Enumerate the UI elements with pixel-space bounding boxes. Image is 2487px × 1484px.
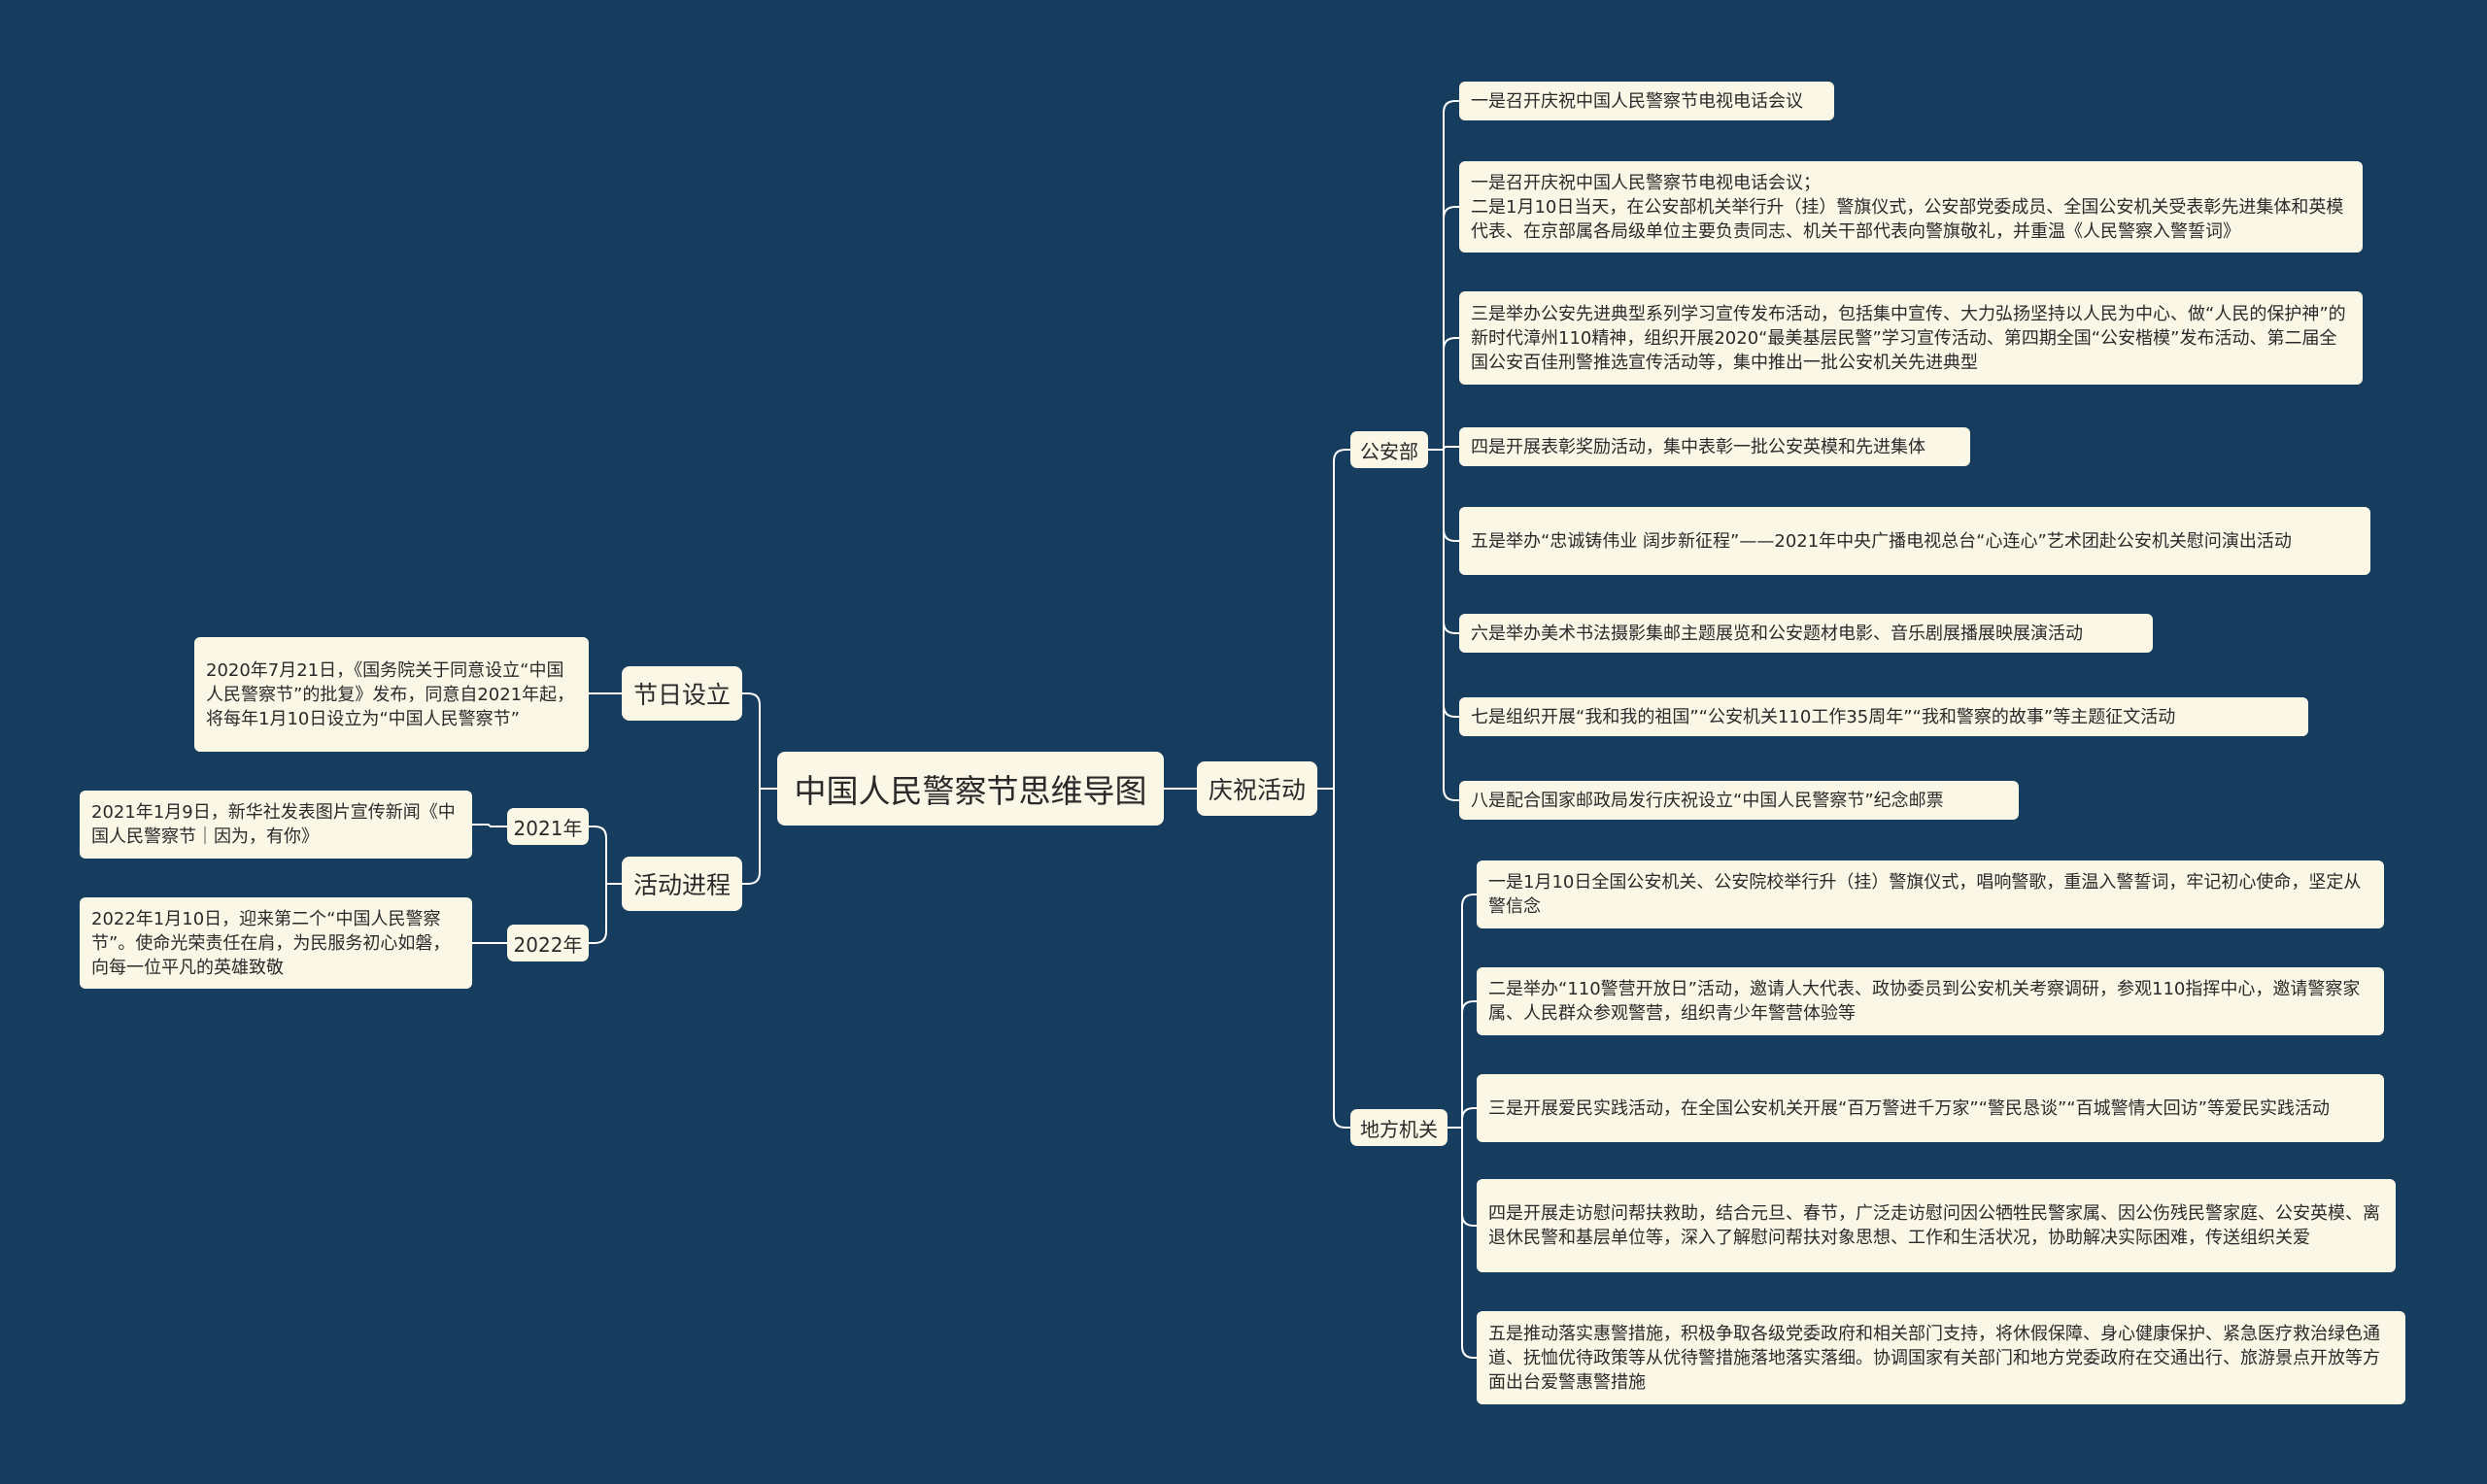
note-text: 三是开展爱民实践活动，在全国公安机关开展“百万警进千万家”“警民恳谈”“百城警情… [1488,1097,2330,1119]
ministry-item-5: 五是举办“忠诚铸伟业 阔步新征程”——2021年中央广播电视总台“心连心”艺术团… [1459,507,2370,575]
note-text: 一是召开庆祝中国人民警察节电视电话会议； 二是1月10日当天，在公安部机关举行升… [1471,172,2344,242]
sub-ministry[interactable]: 公安部 [1350,431,1428,468]
root-left-link [742,789,761,885]
ministry-item-4: 四是开展表彰奖励活动，集中表彰一批公安英模和先进集体 [1459,427,1970,466]
progress-years-link [589,826,607,884]
ministry-leaves-link [1443,450,1459,801]
sub-2022[interactable]: 2022年 [507,925,589,961]
note-text: 2021年1月9日，新华社发表图片宣传新闻《中国人民警察节｜因为，有你》 [91,802,456,847]
ministry-leaves-link [1443,100,1459,450]
root-label: 中国人民警察节思维导图 [794,772,1147,810]
local-leaves-link [1461,1107,1477,1128]
local-leaves-link [1461,1128,1477,1227]
local-leaves-link [1461,1128,1477,1359]
sub-2021[interactable]: 2021年 [507,808,589,845]
local-item-2: 二是举办“110警营开放日”活动，邀请人大代表、政协委员到公安机关考察调研，参观… [1477,967,2384,1035]
note-text: 四是开展走访慰问帮扶救助，结合元旦、春节，广泛走访慰问因公牺牲民警家属、因公伤残… [1488,1203,2380,1248]
note-text: 六是举办美术书法摄影集邮主题展览和公安题材电影、音乐剧展播展映展演活动 [1471,623,2083,644]
note-text: 七是组织开展“我和我的祖国”“公安机关110工作35周年”“我和警察的故事”等主… [1471,706,2176,727]
local-item-4: 四是开展走访慰问帮扶救助，结合元旦、春节，广泛走访慰问因公牺牲民警家属、因公伤残… [1477,1179,2396,1272]
note-text: 一是1月10日全国公安机关、公安院校举行升（挂）警旗仪式，唱响警歌，重温入警誓词… [1488,872,2362,917]
ministry-item-8: 八是配合国家邮政局发行庆祝设立“中国人民警察节”纪念邮票 [1459,781,2019,820]
branch-celebration[interactable]: 庆祝活动 [1197,761,1317,816]
note-text: 五是推动落实惠警措施，积极争取各级党委政府和相关部门支持，将休假保障、身心健康保… [1488,1323,2380,1393]
note-text: 2020年7月21日，《国务院关于同意设立“中国人民警察节”的批复》发布，同意自… [206,659,575,729]
ministry-item-7: 七是组织开展“我和我的祖国”“公安机关110工作35周年”“我和警察的故事”等主… [1459,697,2308,736]
sub-label: 公安部 [1360,439,1418,463]
branch-label: 节日设立 [632,681,731,709]
note-2022: 2022年1月10日，迎来第二个“中国人民警察节”。使命光荣责任在肩，为民服务初… [80,897,472,989]
sub-local-agencies[interactable]: 地方机关 [1350,1109,1448,1146]
local-leaves-link [1461,1000,1477,1128]
note-text: 一是召开庆祝中国人民警察节电视电话会议 [1471,90,1803,112]
branch-label: 庆祝活动 [1208,776,1306,804]
sub-label: 地方机关 [1360,1117,1438,1141]
branch-festival-establishment[interactable]: 节日设立 [622,666,742,721]
ministry-leaves-link [1443,450,1459,718]
sub-label: 2022年 [513,932,583,957]
ministry-leaves-link [1443,206,1459,450]
note-text: 2022年1月10日，迎来第二个“中国人民警察节”。使命光荣责任在肩，为民服务初… [91,908,451,978]
branch-activity-progress[interactable]: 活动进程 [622,857,742,911]
local-item-1: 一是1月10日全国公安机关、公安院校举行升（挂）警旗仪式，唱响警歌，重温入警誓词… [1477,860,2384,928]
celebration-subs-link [1333,449,1350,789]
year2021-note-link [472,824,491,827]
branch-label: 活动进程 [632,871,731,899]
progress-years-link [589,884,607,944]
local-leaves-link [1461,894,1477,1128]
ministry-item-2: 一是召开庆祝中国人民警察节电视电话会议； 二是1月10日当天，在公安部机关举行升… [1459,161,2363,253]
note-text: 二是举办“110警营开放日”活动，邀请人大代表、政协委员到公安机关考察调研，参观… [1488,979,2361,1024]
ministry-leaves-link [1443,446,1459,451]
note-text: 四是开展表彰奖励活动，集中表彰一批公安英模和先进集体 [1471,436,1925,457]
ministry-leaves-link [1443,337,1459,450]
root-left-link [742,692,761,789]
ministry-item-6: 六是举办美术书法摄影集邮主题展览和公安题材电影、音乐剧展播展映展演活动 [1459,614,2153,653]
note-text: 八是配合国家邮政局发行庆祝设立“中国人民警察节”纪念邮票 [1471,790,1944,811]
note-festival-establishment: 2020年7月21日，《国务院关于同意设立“中国人民警察节”的批复》发布，同意自… [194,637,589,752]
ministry-leaves-link [1443,450,1459,542]
celebration-subs-link [1333,789,1350,1129]
local-item-5: 五是推动落实惠警措施，积极争取各级党委政府和相关部门支持，将休假保障、身心健康保… [1477,1311,2405,1404]
ministry-item-1: 一是召开庆祝中国人民警察节电视电话会议 [1459,82,1834,120]
local-item-3: 三是开展爱民实践活动，在全国公安机关开展“百万警进千万家”“警民恳谈”“百城警情… [1477,1074,2384,1142]
note-text: 五是举办“忠诚铸伟业 阔步新征程”——2021年中央广播电视总台“心连心”艺术团… [1471,530,2292,552]
sub-label: 2021年 [513,816,583,840]
root-node[interactable]: 中国人民警察节思维导图 [777,752,1164,826]
note-text: 三是举办公安先进典型系列学习宣传发布活动，包括集中宣传、大力弘扬坚持以人民为中心… [1471,303,2346,373]
note-2021: 2021年1月9日，新华社发表图片宣传新闻《中国人民警察节｜因为，有你》 [80,791,472,859]
ministry-item-3: 三是举办公安先进典型系列学习宣传发布活动，包括集中宣传、大力弘扬坚持以人民为中心… [1459,291,2363,385]
